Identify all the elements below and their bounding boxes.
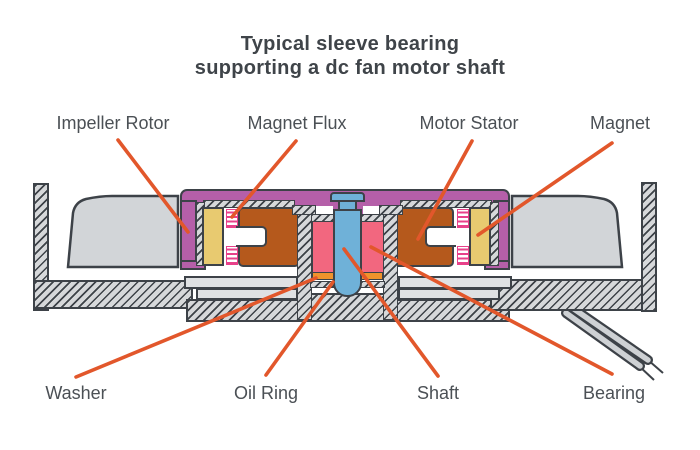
housing-base-left — [33, 280, 193, 309]
housing-base-right — [490, 279, 657, 311]
label-oil-ring: Oil Ring — [233, 383, 299, 403]
bearing-tube-wall-right — [383, 207, 398, 320]
label-motor-stator: Motor Stator — [419, 113, 519, 133]
rotor-hub-gap-right — [363, 206, 389, 217]
rotor-hub-gap-left — [307, 206, 333, 217]
washer-strip-left — [312, 272, 334, 280]
pcb-right-sub — [398, 288, 500, 300]
hub-flange-left — [310, 214, 334, 222]
stator-coil-left-notch — [236, 226, 267, 247]
label-bearing: Bearing — [582, 383, 646, 403]
pcb-left-sub — [196, 288, 298, 300]
hub-flange-right — [361, 214, 385, 222]
label-magnet-flux: Magnet Flux — [247, 113, 347, 133]
label-magnet: Magnet — [589, 113, 651, 133]
label-impeller-rotor: Impeller Rotor — [56, 113, 170, 133]
label-washer: Washer — [45, 383, 107, 403]
diagram-title: Typical sleeve bearing supporting a dc f… — [0, 32, 700, 80]
flux-left-bottom — [226, 246, 238, 265]
flux-right-top — [457, 209, 469, 228]
rotor-left-arm — [180, 200, 197, 269]
label-shaft: Shaft — [416, 383, 460, 403]
stator-coil-right-notch — [425, 226, 456, 247]
rotor-yoke-side-right — [490, 202, 499, 266]
flux-right-bottom — [457, 246, 469, 265]
bearing-tube-cap-right — [379, 205, 403, 215]
washer-strip-right — [361, 272, 383, 280]
washer-retainer-left — [310, 281, 335, 288]
housing-right-wall — [641, 182, 657, 312]
magnet-left — [202, 207, 224, 266]
magnet-right — [469, 207, 491, 266]
bearing-tube-cap-left — [292, 205, 316, 215]
title-line-2: supporting a dc fan motor shaft — [194, 57, 506, 79]
bearing-tube-wall-left — [297, 207, 312, 320]
washer-retainer-right — [360, 281, 385, 288]
title-line-1: Typical sleeve bearing — [240, 33, 460, 55]
housing-left-wall — [33, 183, 49, 311]
shaft-body — [333, 209, 362, 297]
